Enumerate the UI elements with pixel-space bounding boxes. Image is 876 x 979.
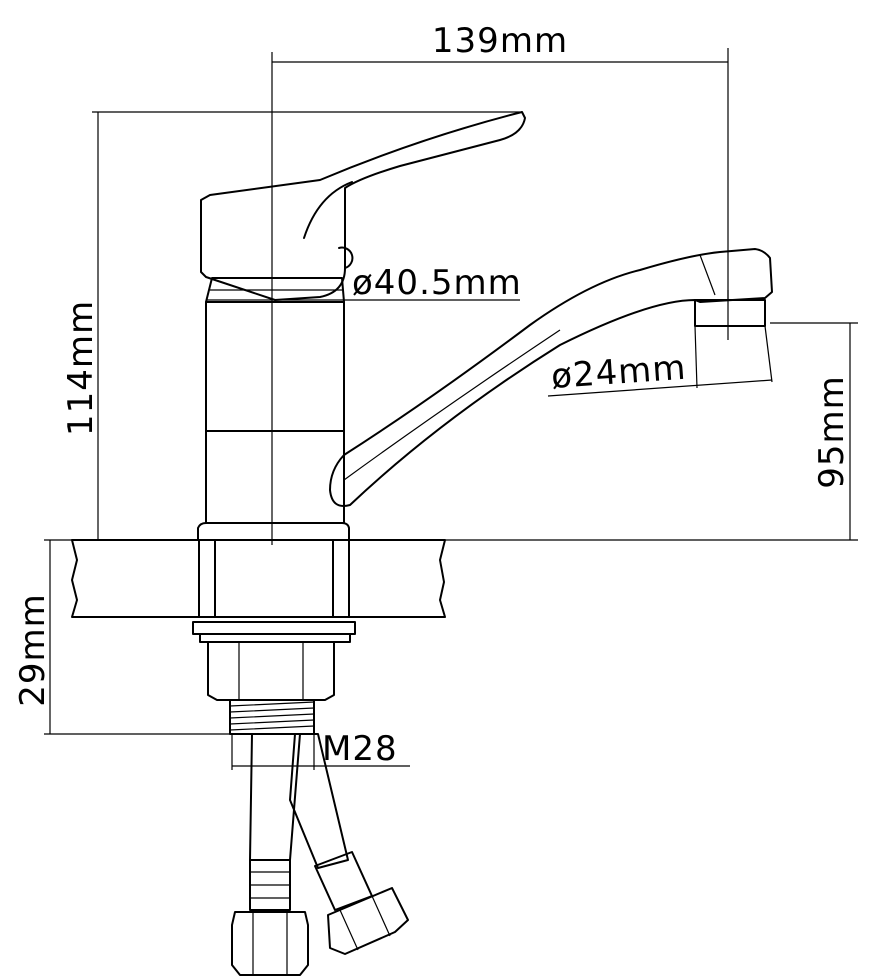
mounting-nut (192, 621, 356, 701)
flex-hoses (231, 733, 409, 976)
dim-label-spout-height: 95mm (812, 375, 852, 489)
dim-label-height: 114mm (61, 300, 101, 436)
spout (329, 248, 773, 507)
dim-label-aerator-diameter: ø24mm (550, 348, 688, 397)
dim-label-body-diameter: ø40.5mm (352, 263, 522, 303)
countertop (71, 539, 446, 618)
dim-label-thread: M28 (322, 729, 398, 769)
faucet-body (197, 277, 350, 541)
lever-handle (200, 111, 526, 301)
dim-label-width: 139mm (432, 21, 568, 61)
thread-shank (229, 699, 315, 735)
dimension-lines (44, 48, 858, 770)
dim-label-shank-length: 29mm (13, 593, 53, 707)
